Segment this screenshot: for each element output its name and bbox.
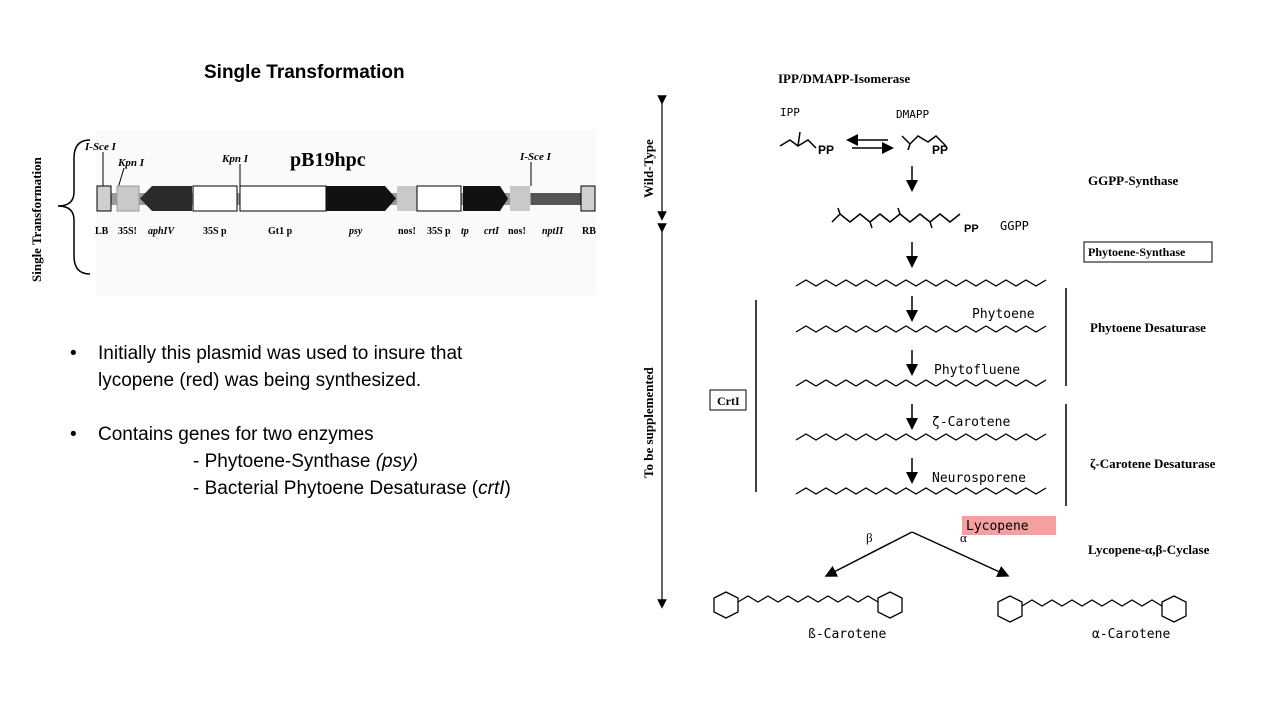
- bullet-item-2: • Contains genes for two enzymes - Phyto…: [70, 421, 590, 502]
- plasmid-brace: [57, 139, 91, 275]
- sub-1-gene: (psy): [375, 451, 418, 472]
- nptii-bar: [531, 193, 581, 205]
- ipp-structure: [779, 131, 817, 149]
- label-psy: psy: [348, 226, 363, 237]
- alpha-carotene-structure: [997, 595, 1187, 623]
- tp-box: [463, 186, 471, 211]
- gt1-promoter-box: [239, 185, 327, 212]
- phytofluene-label: Phytofluene: [934, 363, 1020, 378]
- bullet-1-line-2: lycopene (red) was being synthesized.: [98, 370, 422, 391]
- kpn-mid-label: Kpn I: [221, 153, 249, 165]
- 35s-terminator-box: [116, 185, 140, 212]
- bullet-2-line-1: Contains genes for two enzymes: [98, 424, 374, 445]
- lycopene-label: Lycopene: [966, 519, 1029, 534]
- bullet-1-line-1: Initially this plasmid was used to insur…: [98, 343, 463, 364]
- cyclase-label: Lycopene-α,β-Cyclase: [1088, 542, 1210, 557]
- beta-branch-arrow: [824, 531, 913, 577]
- label-nos-2: nos!: [508, 226, 526, 237]
- label-crti: crtI: [484, 226, 500, 237]
- label-gt1-p: Gt1 p: [268, 226, 293, 237]
- lycopene-highlight: [962, 516, 1056, 535]
- dmapp-pp: PP: [932, 143, 948, 157]
- aphiv-arrow: [140, 186, 192, 211]
- dmapp-label: DMAPP: [896, 108, 929, 121]
- chain-neurosporene: [795, 487, 1047, 495]
- label-lb: LB: [95, 226, 109, 237]
- alpha-label: α: [960, 530, 967, 545]
- sub-2-gene: crtI: [478, 478, 505, 499]
- lb-box: [96, 185, 112, 212]
- beta-carotene-label: ß-Carotene: [808, 627, 886, 642]
- ipp-label: IPP: [780, 106, 800, 119]
- beta-label: β: [866, 530, 873, 545]
- bullet-2-sub-1: - Phytoene-Synthase (psy): [98, 448, 590, 475]
- alpha-branch-arrow: [911, 531, 1010, 577]
- ggpp-chain: [831, 207, 961, 229]
- plasmid-name: pB19hpc: [290, 149, 366, 171]
- ggpp-pp: PP: [964, 223, 979, 235]
- label-tp: tp: [461, 226, 469, 237]
- isomerase-label: IPP/DMAPP-Isomerase: [778, 71, 910, 86]
- zeta-desaturase-label: ζ-Carotene Desaturase: [1090, 456, 1216, 471]
- label-rb: RB: [582, 226, 596, 237]
- sub-2-suffix: ): [504, 478, 511, 499]
- label-nos-1: nos!: [398, 226, 416, 237]
- supplemented-label: To be supplemented: [641, 366, 656, 478]
- ggpp-label: GGPP: [1000, 219, 1029, 233]
- chain-phytoene-top: [795, 279, 1047, 287]
- chain-phytofluene: [795, 379, 1047, 387]
- 35s-promoter-box-1: [192, 185, 238, 212]
- slide-title: Single Transformation: [204, 62, 405, 83]
- chain-phytoene: [795, 325, 1047, 333]
- dmapp-structure: [901, 135, 947, 151]
- label-35s-p-2: 35S p: [427, 226, 451, 237]
- phytoene-synthase-box: [1083, 241, 1213, 263]
- psy-arrow: [326, 186, 396, 211]
- isce-left-label: I-Sce I: [84, 141, 117, 153]
- 35s-promoter-box-2: [416, 185, 462, 212]
- phytoene-desaturase-label: Phytoene Desaturase: [1090, 320, 1206, 335]
- bullet-dot: •: [70, 424, 77, 445]
- beta-carotene-structure: [713, 591, 903, 619]
- bullet-item-1: • Initially this plasmid was used to ins…: [70, 340, 590, 394]
- crti-arrow: [471, 186, 508, 211]
- sub-1-prefix: - Phytoene-Synthase: [193, 451, 376, 472]
- sub-2-prefix: - Bacterial Phytoene Desaturase (: [193, 478, 479, 499]
- bullet-list: • Initially this plasmid was used to ins…: [70, 340, 590, 502]
- label-aphiv: aphIV: [148, 226, 175, 237]
- plasmid-side-label: Single Transformation: [29, 156, 44, 282]
- label-35s-p-1: 35S p: [203, 226, 227, 237]
- chain-zeta-carotene: [795, 433, 1047, 441]
- label-nptii: nptII: [542, 226, 564, 237]
- wild-type-label: Wild-Type: [641, 139, 656, 198]
- plasmid-map: Single Transformation I-Sce I Kpn I Kpn …: [29, 130, 596, 295]
- ipp-pp: PP: [818, 143, 834, 157]
- bullet-2-sub-2: - Bacterial Phytoene Desaturase (crtI): [98, 475, 590, 502]
- phytoene-synthase-label: Phytoene-Synthase: [1088, 245, 1186, 259]
- crti-box: [709, 389, 747, 411]
- isce-right-label: I-Sce I: [519, 151, 552, 163]
- bullet-dot: •: [70, 343, 77, 364]
- label-35s-term: 35S!: [118, 226, 137, 237]
- phytoene-label: Phytoene: [972, 307, 1035, 322]
- neurosporene-label: Neurosporene: [932, 471, 1026, 486]
- kpn-left-label: Kpn I: [117, 157, 145, 169]
- zeta-carotene-label: ζ-Carotene: [932, 415, 1010, 430]
- crti-label: CrtI: [717, 394, 740, 408]
- ggpp-synthase-label: GGPP-Synthase: [1088, 173, 1179, 188]
- nos-terminator-box-2: [510, 186, 530, 211]
- pathway-diagram: Wild-Type To be supplemented IPP/DMAPP-I…: [641, 71, 1216, 642]
- rb-box: [580, 185, 596, 212]
- carotenoid-chains: [795, 279, 1047, 495]
- nos-terminator-box-1: [397, 186, 417, 211]
- alpha-carotene-label: α-Carotene: [1092, 627, 1170, 642]
